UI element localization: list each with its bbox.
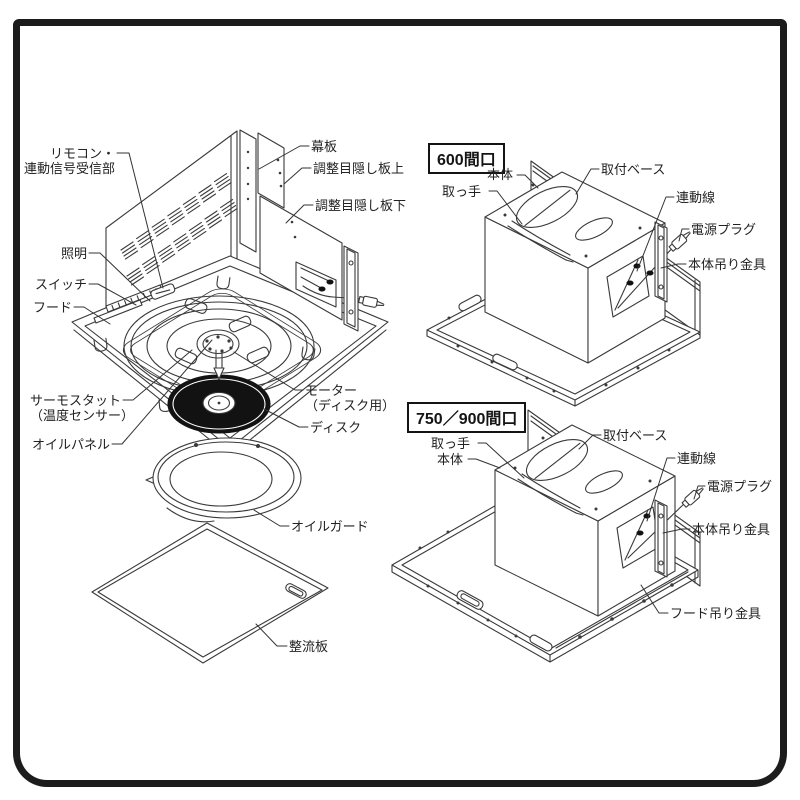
- label-remote-receiver-line2: 連動信号受信部: [23, 161, 115, 176]
- label-750-body-bracket: 本体吊り金具: [692, 522, 771, 537]
- power-plug-750-art: [680, 484, 707, 509]
- label-600-mount-base: 取付ベース: [601, 162, 666, 177]
- switch-strip-art: [93, 299, 143, 324]
- oil-guard-art: [145, 437, 302, 523]
- label-light: 照明: [60, 246, 87, 261]
- label-switch: スイッチ: [34, 277, 87, 292]
- label-750-power-plug: 電源プラグ: [707, 479, 773, 494]
- label-adjust-plate-upper: 調整目隠し板上: [313, 161, 405, 176]
- label-750-body: 本体: [437, 452, 464, 467]
- hood-bracket-rail-art: [555, 571, 689, 649]
- title-750-900-width: 750／900間口: [407, 402, 527, 433]
- label-hood: フード: [32, 300, 72, 315]
- label-750-interlock-wire: 連動線: [677, 451, 717, 466]
- label-750-hood-bracket: フード吊り金具: [670, 606, 762, 621]
- title-600-width: 600間口: [428, 143, 505, 174]
- baffle-plate-art: [91, 522, 329, 664]
- label-600-body-bracket: 本体吊り金具: [688, 257, 767, 272]
- label-remote-receiver-line1: リモコン・: [49, 146, 115, 161]
- label-makuita: 幕板: [311, 139, 338, 154]
- label-disc-motor: モーター （ディスク用）: [305, 383, 395, 413]
- label-oil-panel: オイルパネル: [32, 437, 111, 452]
- label-oil-guard: オイルガード: [291, 519, 369, 534]
- label-600-handle: 取っ手: [442, 184, 482, 199]
- motor-shaft-art: [213, 349, 225, 385]
- power-plug-600-art: [667, 228, 694, 253]
- receiver-art: [150, 283, 176, 300]
- label-750-mount-base: 取付ベース: [603, 428, 668, 443]
- adjust-plate-lower-art: [259, 195, 386, 332]
- label-disc-motor-line1: モーター: [305, 383, 358, 398]
- label-thermostat-line2: （温度センサー）: [30, 408, 135, 423]
- label-600-power-plug: 電源プラグ: [691, 222, 757, 237]
- unit-600-art: [426, 160, 701, 407]
- body-bracket-600-art: [654, 221, 668, 303]
- label-600-body: 本体: [487, 167, 514, 182]
- label-remote-receiver: リモコン・ 連動信号受信部: [24, 146, 115, 176]
- cord-plug-art: [357, 294, 386, 310]
- label-disc-motor-line2: （ディスク用）: [305, 398, 396, 413]
- label-baffle-plate: 整流板: [289, 639, 329, 654]
- unit-750-art: [391, 409, 707, 663]
- back-panel-art: [105, 129, 285, 309]
- label-thermostat-line1: サーモスタット: [30, 393, 122, 408]
- leader-lines: [73, 145, 706, 647]
- label-thermostat: サーモスタット （温度センサー）: [30, 393, 134, 423]
- side-bracket-art: [343, 245, 359, 332]
- label-750-handle: 取っ手: [431, 436, 471, 451]
- label-disc: ディスク: [310, 420, 362, 435]
- label-adjust-plate-lower: 調整目隠し板下: [315, 198, 407, 213]
- adjust-plate-upper-art: [257, 132, 285, 209]
- label-600-interlock-wire: 連動線: [676, 190, 716, 205]
